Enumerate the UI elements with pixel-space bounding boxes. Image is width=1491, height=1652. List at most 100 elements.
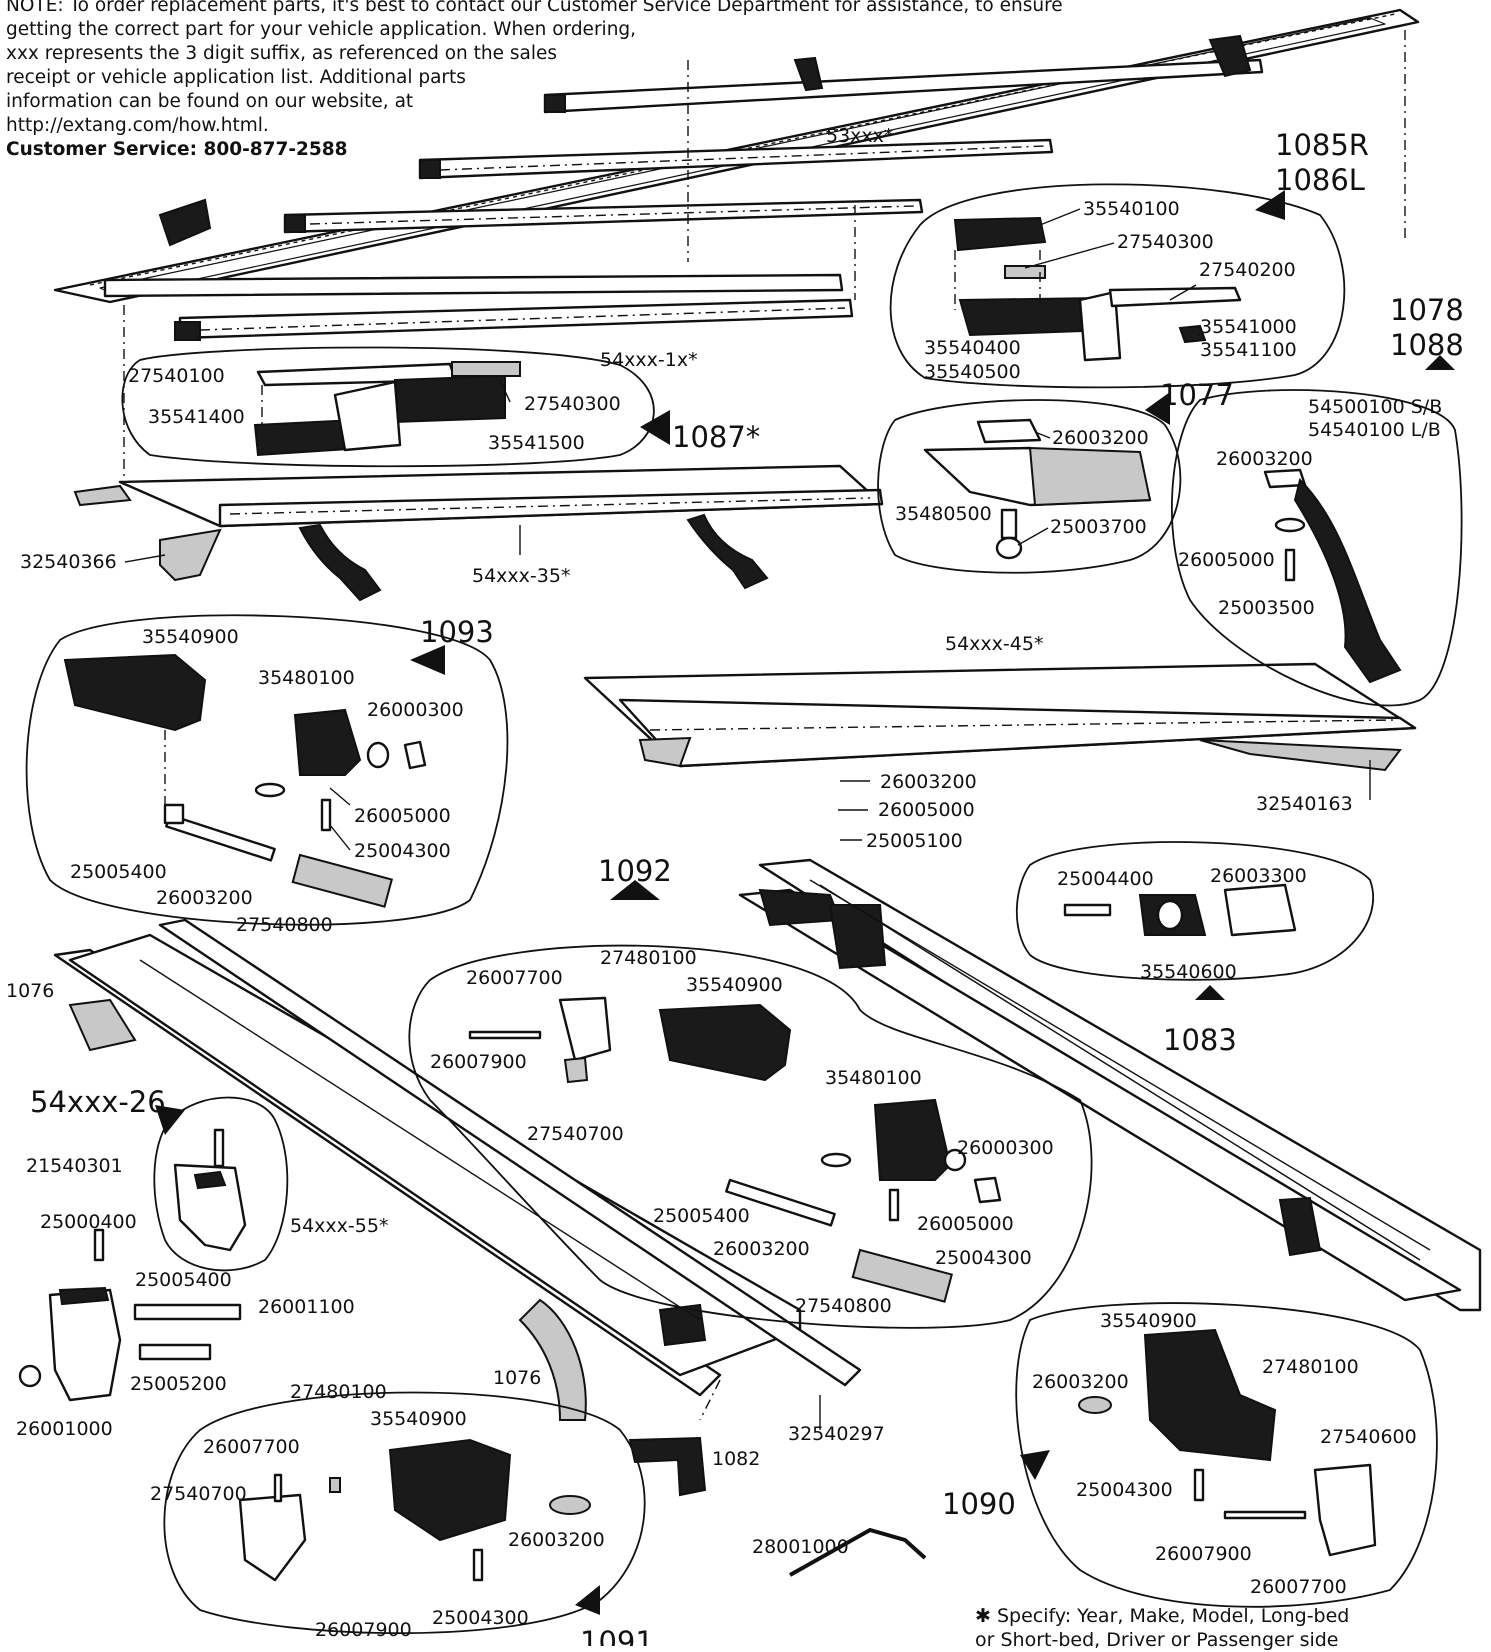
label-25003700: 25003700 <box>1050 516 1147 538</box>
website-url: http://extang.com/how.html. <box>6 115 269 136</box>
bracket-21540301-illustration <box>18 1228 242 1402</box>
callout-1085R <box>889 183 1346 389</box>
label-27540800: 27540800 <box>795 1295 892 1317</box>
ordering-note: NOTE: To order replacement parts, it's b… <box>6 0 1063 162</box>
label-26007700: 26007700 <box>466 967 563 989</box>
label-25004300: 25004300 <box>935 1247 1032 1269</box>
callout-1078 <box>1171 355 1463 707</box>
label-21540301: 21540301 <box>26 1155 123 1177</box>
label-35480500: 35480500 <box>895 503 992 525</box>
label-26007900: 26007900 <box>430 1051 527 1073</box>
label-27540600: 27540600 <box>1320 1426 1417 1448</box>
assembly-label-1087: 1087* <box>672 420 760 454</box>
label-27540700: 27540700 <box>150 1483 247 1505</box>
label-26001000: 26001000 <box>16 1418 113 1440</box>
label-54xxx-1x: 54xxx-1x* <box>600 349 698 371</box>
label-27540300: 27540300 <box>524 393 621 415</box>
assembly-label-1088: 1088 <box>1390 328 1464 362</box>
label-27540300: 27540300 <box>1117 231 1214 253</box>
footnote-line: Specify: Year, Make, Model, Long-bed <box>996 1605 1350 1627</box>
note-line: information can be found on our website,… <box>6 91 414 112</box>
assembly-label-1091: 1091 <box>580 1625 654 1646</box>
label-25004300: 25004300 <box>432 1607 529 1629</box>
label-35540600: 35540600 <box>1140 961 1237 983</box>
label-26005000: 26005000 <box>878 799 975 821</box>
assembly-label-1083: 1083 <box>1163 1023 1237 1057</box>
label-35541100: 35541100 <box>1200 339 1297 361</box>
label-26003200: 26003200 <box>1032 1371 1129 1393</box>
label-25005400: 25005400 <box>70 861 167 883</box>
label-27540100: 27540100 <box>128 365 225 387</box>
label-35480100: 35480100 <box>258 667 355 689</box>
customer-service-phone: Customer Service: 800-877-2588 <box>6 139 348 160</box>
callout-1087 <box>121 346 670 468</box>
callout-54xxx-26 <box>153 1096 289 1272</box>
callout-1092 <box>408 880 1093 1329</box>
callout-1093 <box>25 614 509 926</box>
label-26000300: 26000300 <box>367 699 464 721</box>
label-25000400: 25000400 <box>40 1211 137 1233</box>
label-54xxx-55: 54xxx-55* <box>290 1215 388 1237</box>
callout-1083 <box>1015 841 1375 1000</box>
label-1082: 1082 <box>712 1448 760 1470</box>
panel-54xxx-45-illustration <box>583 662 1417 772</box>
label-26003200: 26003200 <box>880 771 977 793</box>
label-26001100: 26001100 <box>258 1296 355 1318</box>
label-26003200: 26003200 <box>156 887 253 909</box>
label-26003200: 26003200 <box>508 1529 605 1551</box>
label-1076: 1076 <box>6 980 54 1002</box>
label-26003200: 26003200 <box>1216 448 1313 470</box>
label-35480100: 35480100 <box>825 1067 922 1089</box>
label-27480100: 27480100 <box>290 1381 387 1403</box>
label-26005000: 26005000 <box>1178 549 1275 571</box>
label-25004300: 25004300 <box>354 840 451 862</box>
label-54xxx-35: 54xxx-35* <box>472 565 570 587</box>
label-54540100: 54540100 L/B <box>1308 419 1441 441</box>
label-26007700: 26007700 <box>1250 1576 1347 1598</box>
label-25003500: 25003500 <box>1218 597 1315 619</box>
label-54500100: 54500100 S/B <box>1308 396 1442 418</box>
assembly-label-1085R: 1085R <box>1275 128 1369 162</box>
callout-1090 <box>1015 1302 1438 1608</box>
label-28001000: 28001000 <box>752 1536 849 1558</box>
label-54xxx-26: 54xxx-26 <box>30 1085 166 1119</box>
note-line: receipt or vehicle application list. Add… <box>6 67 466 88</box>
left-side-rail-illustration <box>53 918 862 1421</box>
note-line: xxx represents the 3 digit suffix, as re… <box>6 43 558 64</box>
label-25005400: 25005400 <box>653 1205 750 1227</box>
assembly-label-1077: 1077 <box>1160 378 1234 412</box>
label-27540800: 27540800 <box>236 914 333 936</box>
label-26007900: 26007900 <box>315 1619 412 1641</box>
label-26000300: 26000300 <box>957 1137 1054 1159</box>
label-35541500: 35541500 <box>488 432 585 454</box>
label-53xxx: 53xxx* <box>826 125 893 147</box>
label-35540400: 35540400 <box>924 337 1021 359</box>
note-line: getting the correct part for your vehicl… <box>6 19 637 40</box>
assembly-label-1090: 1090 <box>942 1487 1016 1521</box>
assembly-label-1086L: 1086L <box>1275 163 1365 197</box>
panel-54xxx-35-illustration <box>73 305 884 602</box>
label-35540900: 35540900 <box>370 1408 467 1430</box>
label-35540900: 35540900 <box>686 974 783 996</box>
callout-1077 <box>877 392 1182 574</box>
label-35540100: 35540100 <box>1083 198 1180 220</box>
leader-lines <box>124 208 1371 1430</box>
label-26003200: 26003200 <box>713 1238 810 1260</box>
label-35541000: 35541000 <box>1200 316 1297 338</box>
label-35540900: 35540900 <box>142 626 239 648</box>
label-25004400: 25004400 <box>1057 868 1154 890</box>
label-27540700: 27540700 <box>527 1123 624 1145</box>
label-54xxx-45: 54xxx-45* <box>945 633 1043 655</box>
assembly-label-1092: 1092 <box>598 854 672 888</box>
specification-footnote: ✱ Specify: Year, Make, Model, Long-bed o… <box>975 1604 1349 1652</box>
label-26007900: 26007900 <box>1155 1543 1252 1565</box>
hex-key-28001000-illustration <box>789 1527 927 1577</box>
callout-1091 <box>163 1391 646 1635</box>
cover-panel-illustration <box>53 8 1420 341</box>
label-35540900: 35540900 <box>1100 1310 1197 1332</box>
label-26005000: 26005000 <box>354 805 451 827</box>
label-25005400: 25005400 <box>135 1269 232 1291</box>
label-25005200: 25005200 <box>130 1373 227 1395</box>
label-26003300: 26003300 <box>1210 865 1307 887</box>
